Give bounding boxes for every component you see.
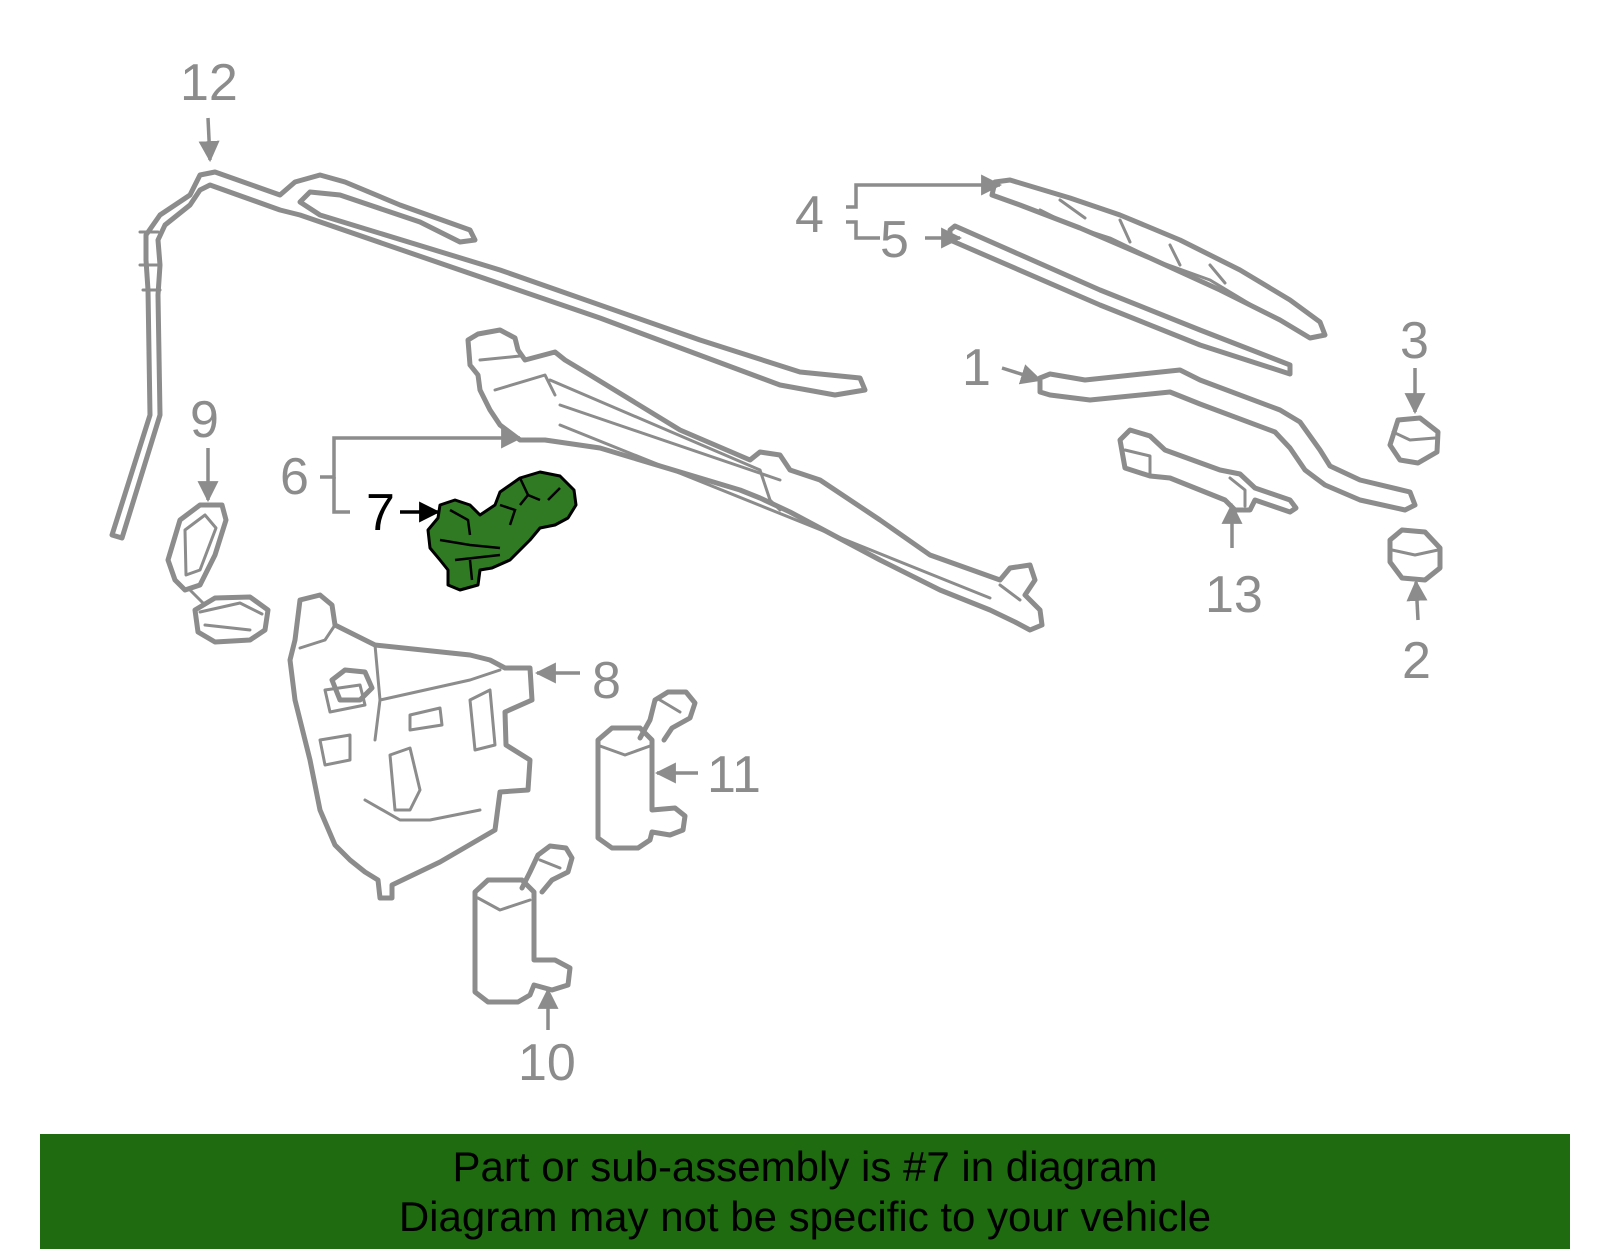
callout-5[interactable]: 5 [880, 211, 909, 269]
leader-lines [197, 117, 1428, 1030]
wiper-linkage-part-6 [465, 327, 1045, 633]
callout-6[interactable]: 6 [280, 448, 309, 506]
nut-part-3 [1387, 415, 1441, 466]
callout-labels: 12 4 5 1 3 2 13 9 6 7 8 11 10 [180, 54, 1431, 1092]
info-banner: Part or sub-assembly is #7 in diagram Di… [40, 1134, 1570, 1249]
wiper-insert-part-5 [947, 223, 1293, 377]
cap-part-2 [1387, 527, 1443, 583]
callout-2[interactable]: 2 [1402, 632, 1431, 690]
callout-9[interactable]: 9 [190, 391, 219, 449]
washer-pump-part-10 [472, 843, 575, 1005]
washer-pump-part-11 [595, 689, 698, 851]
callout-7[interactable]: 7 [366, 484, 395, 542]
callout-8[interactable]: 8 [592, 652, 621, 710]
callout-1[interactable]: 1 [962, 339, 991, 397]
wiper-motor-part-7 [426, 470, 578, 592]
wiper-arm-part-1 [1037, 367, 1418, 513]
washer-hose-part-12 [109, 169, 868, 541]
callout-10[interactable]: 10 [518, 1034, 576, 1092]
pivot-shaft-part-13 [1117, 427, 1299, 515]
callout-12[interactable]: 12 [180, 54, 238, 112]
banner-line-disclaimer: Diagram may not be specific to your vehi… [398, 1192, 1212, 1240]
filler-cap-part-9 [165, 502, 271, 645]
callout-11[interactable]: 11 [707, 746, 761, 804]
callout-4[interactable]: 4 [795, 186, 824, 244]
banner-line-part: Part or sub-assembly is #7 in diagram [452, 1142, 1158, 1190]
wiper-blade-part-4 [989, 177, 1328, 341]
callout-3[interactable]: 3 [1400, 312, 1429, 370]
washer-reservoir-part-8 [287, 592, 535, 901]
callout-13[interactable]: 13 [1205, 566, 1263, 624]
